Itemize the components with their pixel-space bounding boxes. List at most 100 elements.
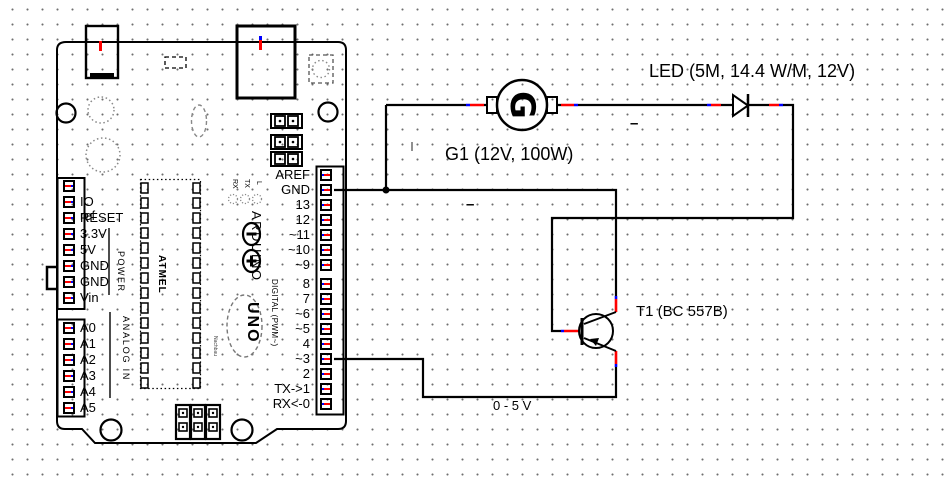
bottom-headers[interactable] — [174, 403, 222, 441]
range-label[interactable]: 0 - 5 V — [493, 398, 532, 413]
pin-contact[interactable] — [63, 338, 75, 350]
usb-contact-bar — [90, 73, 114, 79]
pin-label: GND — [281, 182, 310, 197]
pin-contact[interactable] — [320, 293, 332, 305]
pin-contact[interactable] — [320, 169, 332, 181]
pin-label: TX->1 — [274, 381, 310, 396]
transistor-body — [578, 313, 614, 349]
pnp-arrow — [590, 338, 599, 346]
pin-label: 8 — [302, 276, 310, 291]
pin-contact[interactable] — [63, 260, 75, 272]
pin-contact[interactable] — [63, 212, 75, 224]
diode-triangle — [732, 93, 750, 118]
power-group-label: POWER — [116, 251, 126, 293]
pin-contact[interactable] — [320, 278, 332, 290]
rx-led-label: RX — [231, 179, 238, 189]
pin-contact[interactable] — [320, 308, 332, 320]
pin-contact[interactable] — [63, 354, 75, 366]
uno-badge-ellipse — [226, 294, 263, 358]
pin-contact[interactable] — [320, 259, 332, 271]
mounting-hole — [230, 418, 254, 442]
pin-contact[interactable] — [320, 368, 332, 380]
polarity-symbols — [241, 221, 262, 274]
chip-side-text: Nachbau — [212, 336, 218, 357]
pin-contact[interactable] — [320, 323, 332, 335]
atmel-chip[interactable] — [139, 178, 202, 390]
pin-contact[interactable] — [320, 214, 332, 226]
pin-contact[interactable] — [320, 229, 332, 241]
silkscreen-dotted-circle — [85, 137, 121, 173]
pin-contact[interactable] — [63, 322, 75, 334]
pin-contact[interactable] — [320, 244, 332, 256]
pin-contact[interactable] — [63, 244, 75, 256]
chip-body — [139, 178, 202, 390]
pin-contact[interactable] — [63, 292, 75, 304]
pin-label: A4 — [80, 384, 96, 399]
pin-label: A2 — [80, 352, 96, 367]
diode-led[interactable] — [732, 93, 750, 118]
power-jack[interactable] — [235, 24, 297, 100]
pin-contact[interactable] — [63, 370, 75, 382]
usb-pin1-marker — [99, 41, 102, 51]
t1-label[interactable]: T1 (BC 557B) — [636, 303, 728, 320]
generator-g1[interactable]: G — [486, 78, 558, 132]
g1-label[interactable]: G1 (12V, 100W) — [445, 144, 574, 164]
board-outline — [56, 41, 347, 444]
jack-pin-tip — [259, 36, 262, 40]
mounting-hole — [99, 418, 123, 442]
pin-contact[interactable] — [320, 184, 332, 196]
led-label[interactable]: LED (5M, 14.4 W/M, 12V) — [649, 61, 856, 81]
pin-contact[interactable] — [320, 338, 332, 350]
pin-label: A0 — [80, 320, 96, 335]
pin-contact[interactable] — [63, 196, 75, 208]
pin-label: AREF — [275, 167, 310, 182]
wires[interactable] — [334, 103, 795, 399]
silkscreen-dotted-circle — [311, 59, 331, 79]
silkscreen-dotted-circle — [87, 96, 115, 124]
pin-tips-blue — [466, 103, 783, 367]
pin-label: IO ref — [80, 194, 96, 223]
pin-label: 13 — [295, 197, 310, 212]
generator-symbol: G — [502, 91, 542, 119]
pin-contact[interactable] — [320, 353, 332, 365]
pin-label: 7 — [302, 291, 310, 306]
pin-contact[interactable] — [63, 228, 75, 240]
pin-label: A5 — [80, 400, 96, 415]
pin-contact[interactable] — [320, 383, 332, 395]
analog-header-outline — [56, 318, 86, 418]
silkscreen-dashed-ellipse — [190, 104, 208, 138]
arduino-board[interactable] — [45, 24, 347, 444]
pin-contact[interactable] — [63, 180, 75, 192]
digital-header-outline — [315, 165, 345, 416]
pin-label: ~9 — [295, 257, 310, 272]
pin-contact[interactable] — [63, 386, 75, 398]
transistor-t1[interactable] — [578, 311, 617, 352]
transistor-collector-lead — [583, 311, 617, 325]
tx-led — [239, 193, 251, 205]
l-led — [251, 193, 263, 205]
polarity-minus-mark: – — [466, 196, 475, 213]
pin-label: A1 — [80, 336, 96, 351]
silkscreen-dashed-rect — [164, 56, 187, 69]
pin-contact[interactable] — [320, 398, 332, 410]
pin-label: ~3 — [295, 351, 310, 366]
pin-label: ~5 — [295, 321, 310, 336]
pin-contact[interactable] — [63, 402, 75, 414]
pin-label: ~6 — [295, 306, 310, 321]
pin-label: 5V — [80, 242, 96, 257]
pin-label: 12 — [295, 212, 310, 227]
mounting-hole — [317, 101, 339, 123]
gnd-bracket — [45, 265, 57, 291]
pin-label: ~11 — [288, 227, 310, 242]
pin-contact[interactable] — [63, 276, 75, 288]
analog-group-label: ANALOG IN — [121, 316, 131, 382]
pin-label: GND — [80, 274, 109, 289]
icsp-header[interactable] — [270, 113, 303, 167]
pin-contact[interactable] — [320, 199, 332, 211]
pin-label: A3 — [80, 368, 96, 383]
wire-pin3-to-emitter — [334, 357, 618, 399]
usb-connector[interactable] — [84, 24, 120, 80]
pin-label: GND — [80, 258, 109, 273]
mounting-hole — [55, 102, 77, 124]
